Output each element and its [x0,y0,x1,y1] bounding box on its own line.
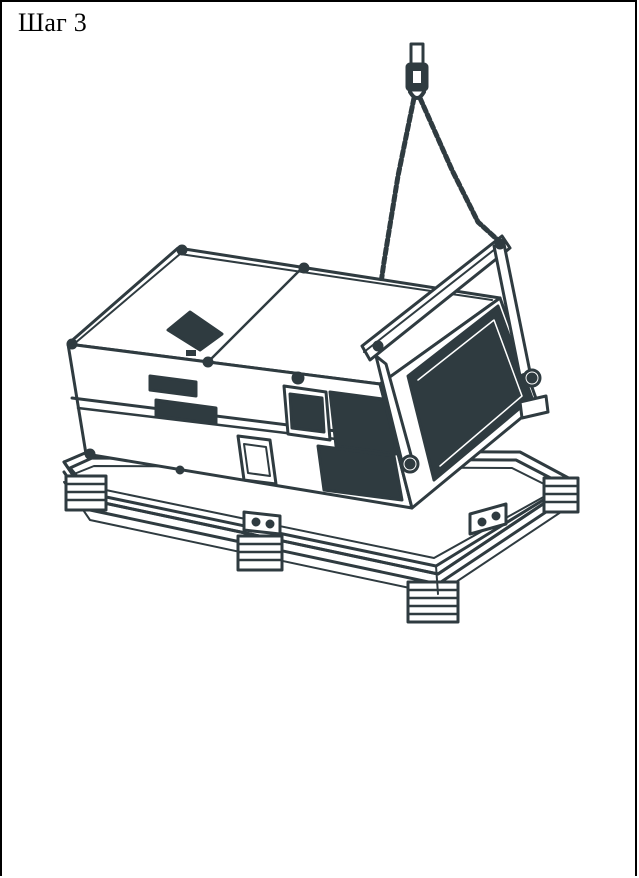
pallet-bracket-right [468,502,508,536]
pallet-foot-right [542,476,580,514]
pallet-bracket-left [242,510,282,536]
step-title: Шаг 3 [18,8,87,37]
hvac-unit-icon [66,244,502,510]
lifting-beam-icon [360,234,550,474]
crane-hook-icon [405,42,429,100]
pallet-foot-front [406,580,460,624]
pallet-foot-left [64,474,108,512]
pallet-foot-middle [236,534,284,572]
